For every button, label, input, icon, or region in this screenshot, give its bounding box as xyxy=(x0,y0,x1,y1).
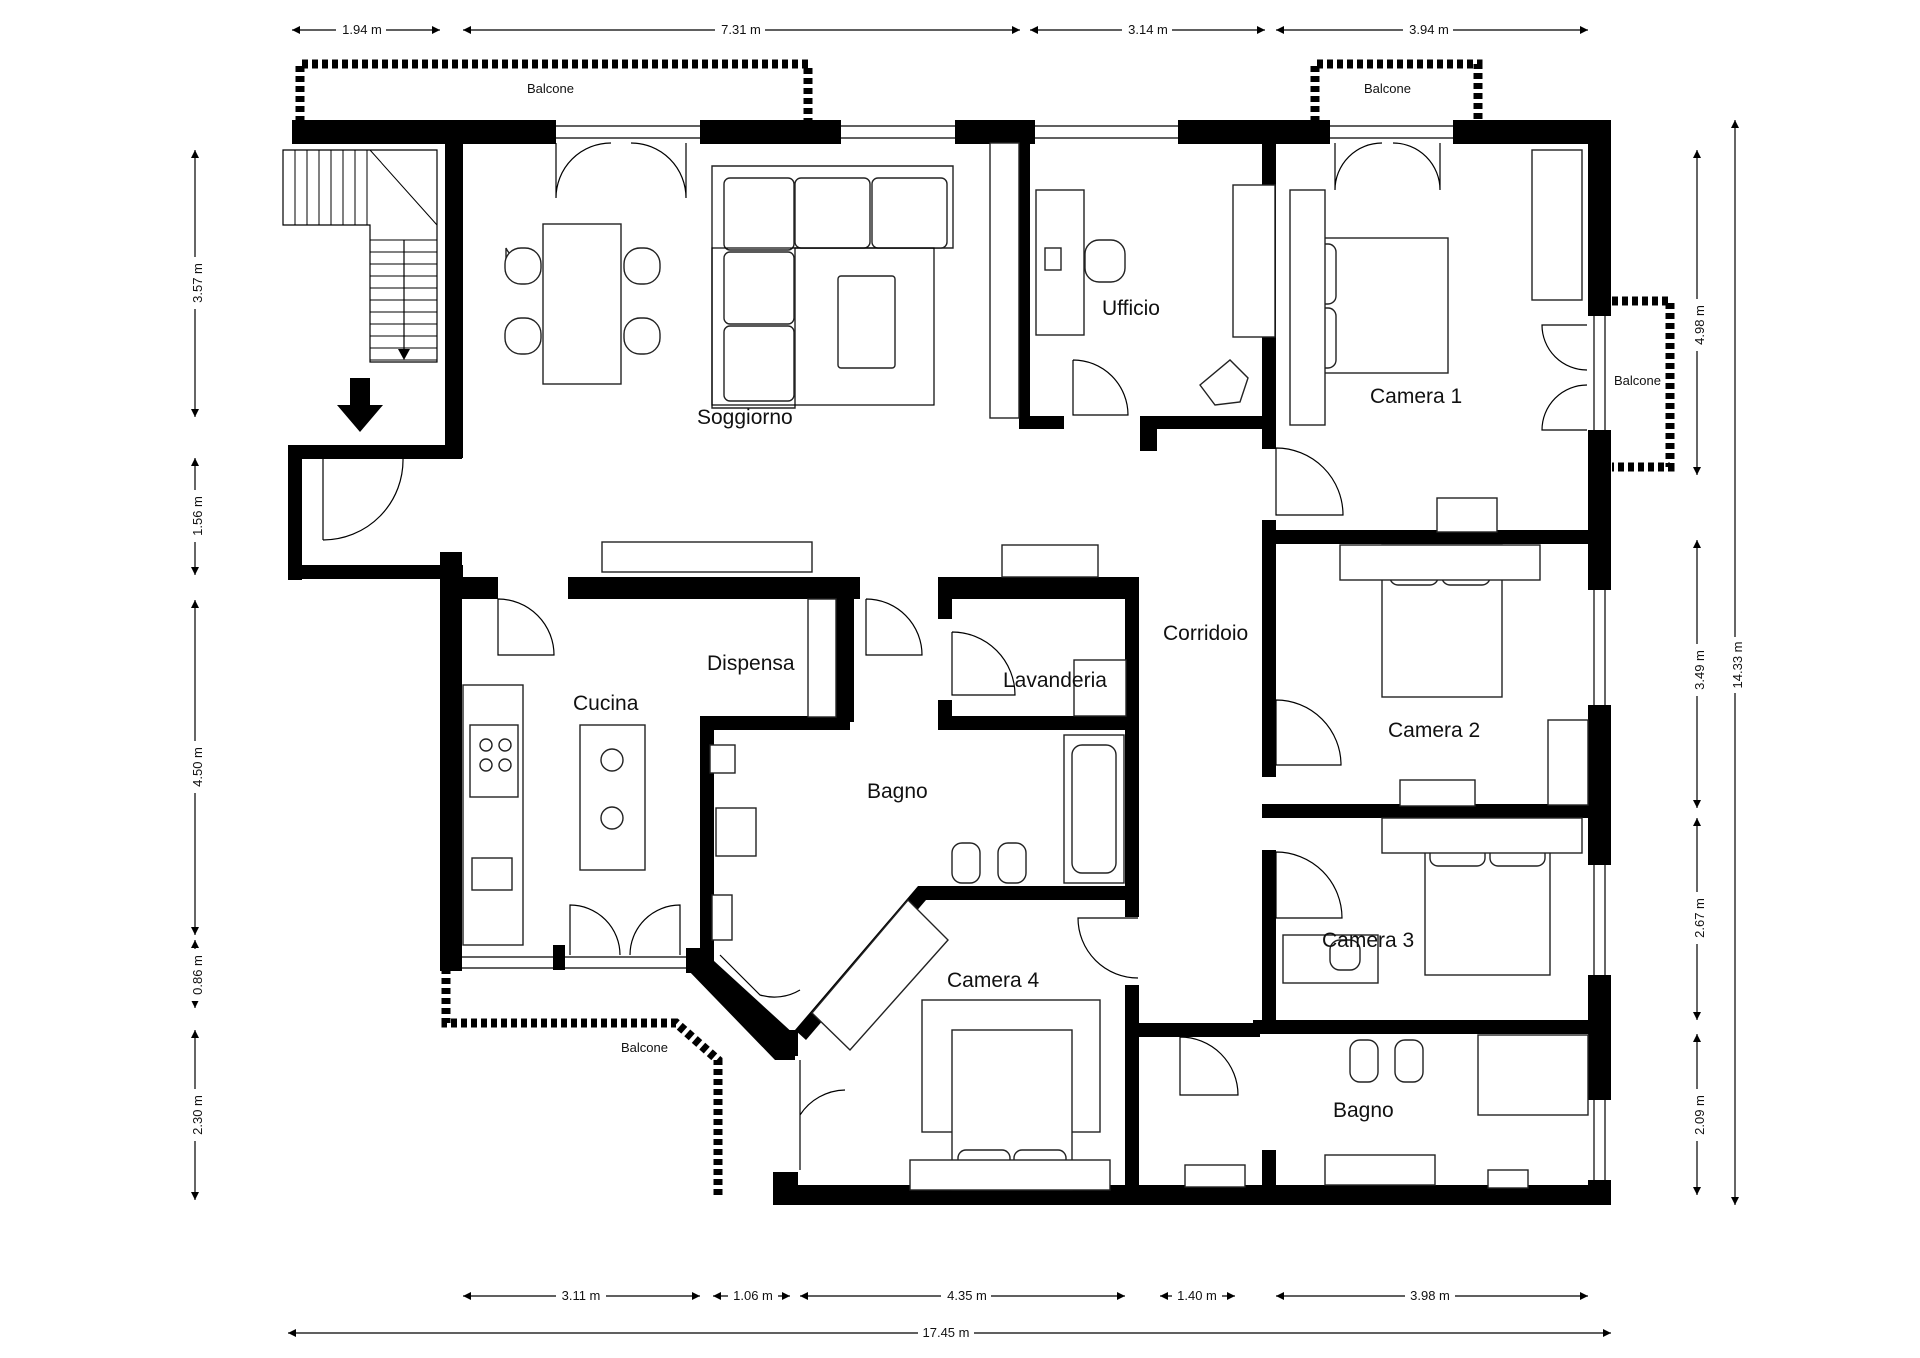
dimension-labels: 1.94 m 7.31 m 3.14 m 3.94 m 3.11 m 1.06 … xyxy=(188,20,1746,1341)
balcony-label-top-right: Balcone xyxy=(1364,81,1411,96)
door-balcony-living xyxy=(555,142,687,199)
door-pantry-area xyxy=(865,598,923,656)
staircase xyxy=(282,149,438,363)
windows xyxy=(462,125,1606,1180)
furniture xyxy=(462,142,1589,1191)
dim-top-2: 7.31 m xyxy=(721,22,761,37)
balcony-label-right: Balcone xyxy=(1614,373,1661,388)
dim-top-4: 3.94 m xyxy=(1409,22,1449,37)
door-camera2 xyxy=(1275,699,1342,766)
room-labels: Soggiorno Ufficio Camera 1 Camera 2 Came… xyxy=(573,297,1480,1122)
room-label-corridoio: Corridoio xyxy=(1163,622,1248,645)
doors xyxy=(322,142,1588,1170)
entrance-arrow-icon xyxy=(337,378,383,432)
dim-right-1: 4.98 m xyxy=(1692,305,1707,345)
balcony-top-left-outline xyxy=(295,59,813,122)
room-label-camera2: Camera 2 xyxy=(1388,719,1480,742)
door-balcony-camera1 xyxy=(1334,142,1441,191)
door-camera1 xyxy=(1275,447,1344,516)
dim-bottom-4: 1.40 m xyxy=(1177,1288,1217,1303)
room-label-bagno2: Bagno xyxy=(1333,1099,1394,1122)
room-label-bagno1: Bagno xyxy=(867,780,928,803)
door-kitchen xyxy=(497,598,555,656)
balcony-labels: Balcone Balcone Balcone Balcone xyxy=(527,81,1661,1055)
dim-left-3: 4.50 m xyxy=(190,747,205,787)
dimension-ticks xyxy=(191,26,1739,1337)
dim-bottom-3: 4.35 m xyxy=(947,1288,987,1303)
door-bathroom2 xyxy=(1179,1036,1239,1096)
dim-left-1: 3.57 m xyxy=(190,263,205,303)
dim-right-4: 2.09 m xyxy=(1692,1095,1707,1135)
balconies xyxy=(295,59,1675,1198)
balcony-label-bottom: Balcone xyxy=(621,1040,668,1055)
room-label-camera1: Camera 1 xyxy=(1370,385,1462,408)
room-label-soggiorno: Soggiorno xyxy=(697,406,793,429)
walls xyxy=(288,120,1611,1205)
room-label-camera3: Camera 3 xyxy=(1322,929,1414,952)
room-label-cucina: Cucina xyxy=(573,692,639,715)
room-label-camera4: Camera 4 xyxy=(947,969,1040,992)
balcony-right-outline xyxy=(1612,296,1675,472)
dim-total-height: 14.33 m xyxy=(1730,642,1745,689)
door-camera3 xyxy=(1275,851,1343,919)
balcony-bottom-outline xyxy=(441,968,723,1198)
dim-left-4: 0.86 m xyxy=(190,955,205,995)
door-camera1-balcony-right xyxy=(1541,324,1588,431)
dim-top-3: 3.14 m xyxy=(1128,22,1168,37)
room-label-ufficio: Ufficio xyxy=(1102,297,1160,320)
dim-right-3: 2.67 m xyxy=(1692,898,1707,938)
dim-total-width: 17.45 m xyxy=(923,1325,970,1340)
door-bathroom-balcony xyxy=(719,954,801,998)
door-office xyxy=(1072,359,1129,416)
balcony-top-right-outline xyxy=(1310,59,1483,122)
room-label-lavanderia: Lavanderia xyxy=(1003,669,1107,692)
door-entrance xyxy=(322,457,404,541)
door-bagno-camera4-balcony xyxy=(799,1060,846,1170)
door-laundry xyxy=(951,631,1016,696)
dim-left-5: 2.30 m xyxy=(190,1095,205,1135)
dim-left-2: 1.56 m xyxy=(190,496,205,536)
dim-bottom-5: 3.98 m xyxy=(1410,1288,1450,1303)
dim-bottom-2: 1.06 m xyxy=(733,1288,773,1303)
dim-top-1: 1.94 m xyxy=(342,22,382,37)
balcony-label-top-left: Balcone xyxy=(527,81,574,96)
dim-right-2: 3.49 m xyxy=(1692,650,1707,690)
stair-tread xyxy=(369,149,438,226)
door-kitchen-balcony xyxy=(569,904,681,956)
dim-bottom-1: 3.11 m xyxy=(562,1288,601,1303)
room-label-dispensa: Dispensa xyxy=(707,652,795,675)
door-camera4 xyxy=(1077,917,1139,979)
